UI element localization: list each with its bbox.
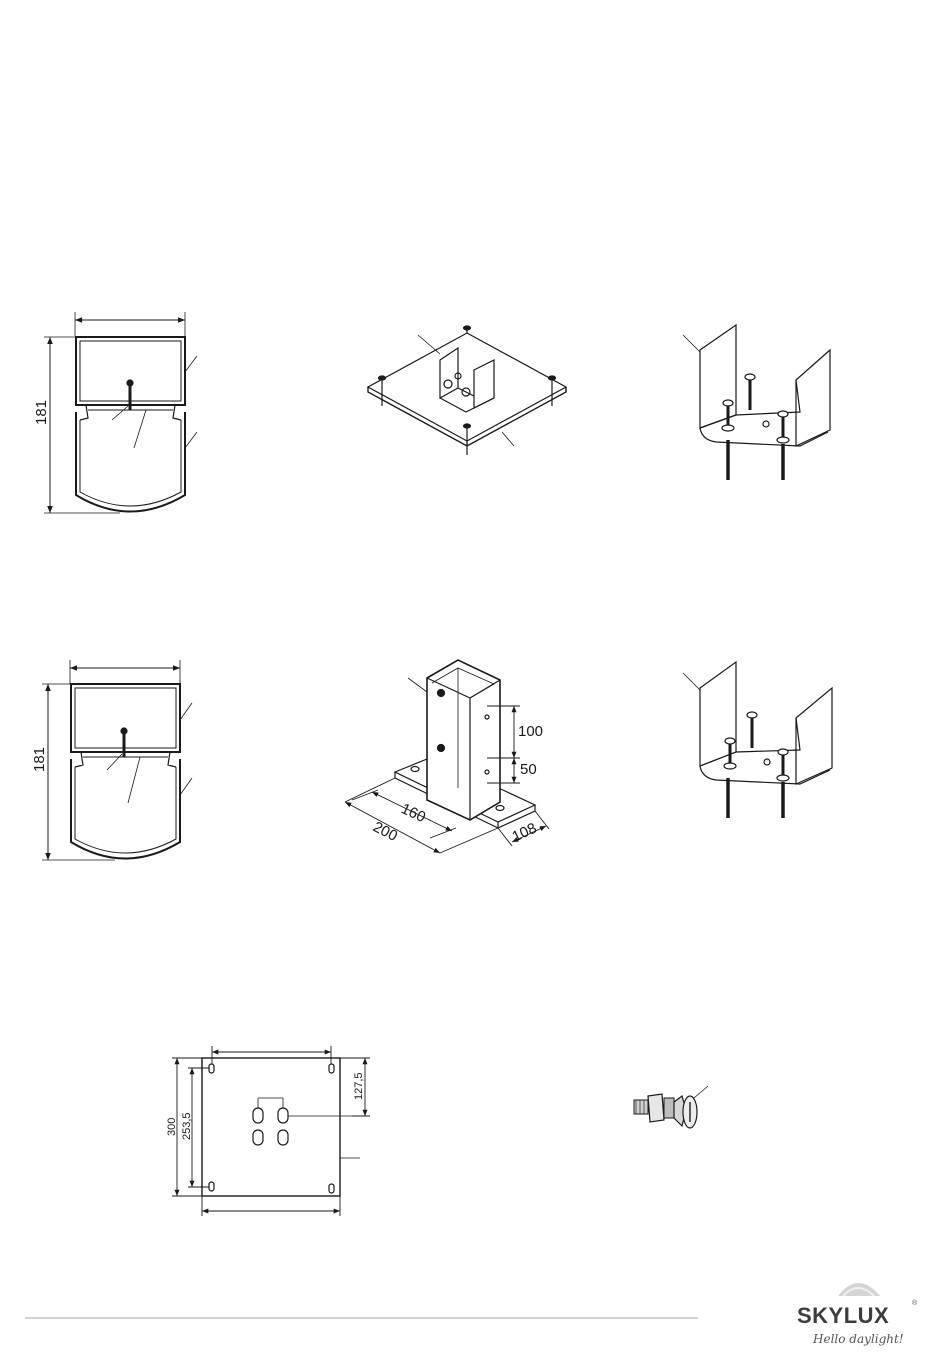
base-plate-top-view	[172, 1046, 370, 1216]
profile-bottom-height-label: 181	[31, 747, 48, 772]
dimension-108-label: 108	[510, 820, 540, 846]
bolt-assembly	[634, 1086, 708, 1128]
dimension-253-5-label: 253,5	[181, 1112, 193, 1140]
dimension-127-5-label: 127,5	[353, 1072, 365, 1100]
brand-tagline: Hello daylight!	[812, 1332, 904, 1346]
profile-section-top	[44, 312, 197, 513]
dimension-160-label: 160	[398, 800, 428, 826]
registered-mark: ®	[912, 1299, 918, 1307]
brand-name: SKYLUX	[797, 1303, 889, 1328]
profile-section-bottom	[42, 660, 192, 860]
skylux-logo: SKYLUX ® Hello daylight!	[797, 1283, 918, 1346]
dimension-100-label: 100	[518, 723, 543, 740]
u-bracket-top	[683, 325, 830, 480]
dimension-50-label: 50	[520, 761, 537, 778]
profile-top-height-label: 181	[33, 400, 50, 425]
dimension-200-label: 200	[370, 818, 400, 845]
u-bracket-bottom	[683, 662, 832, 818]
dimension-300-label: 300	[166, 1118, 178, 1136]
square-base-plate-isometric	[368, 326, 566, 455]
